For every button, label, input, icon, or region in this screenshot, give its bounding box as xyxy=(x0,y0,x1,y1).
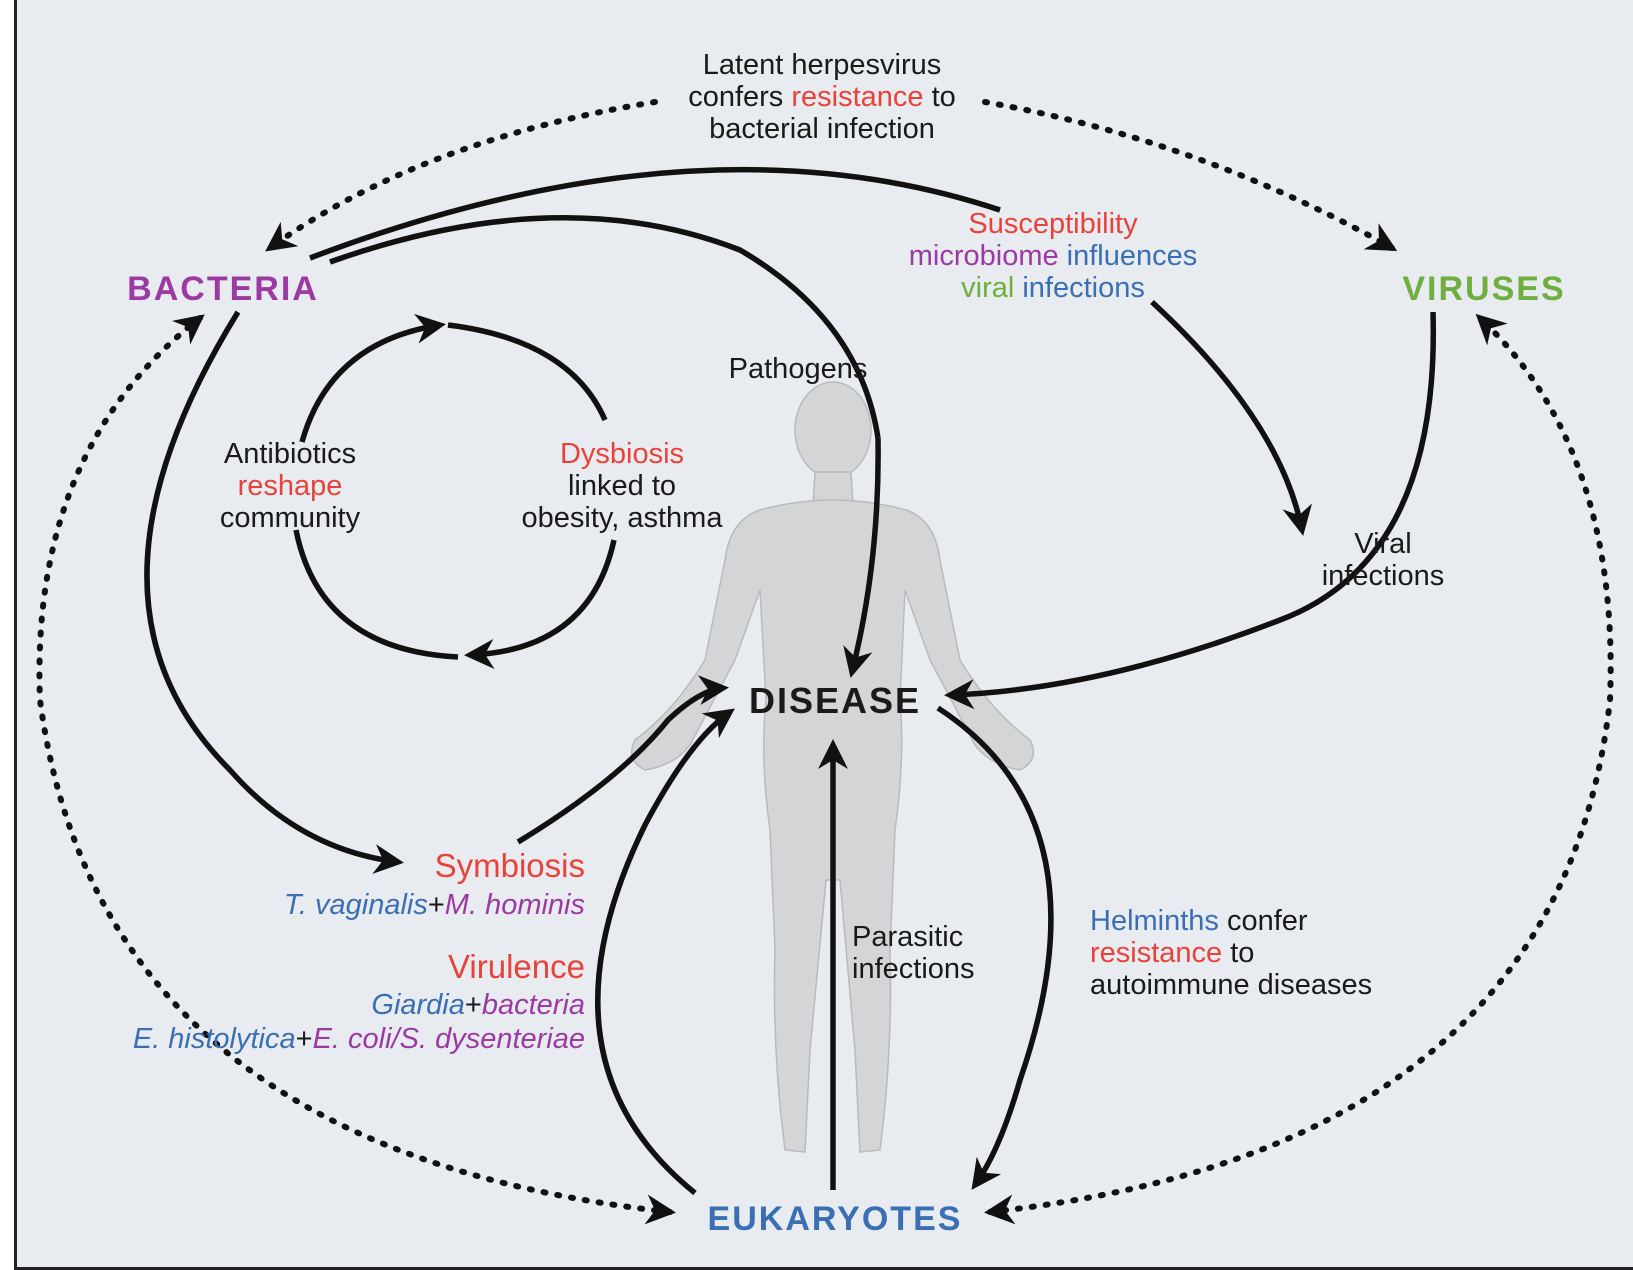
dotted-arrow-viruses-eukaryotes xyxy=(984,313,1614,1225)
svg-text:Helminths confer: Helminths confer xyxy=(1090,905,1308,937)
svg-text:infections: infections xyxy=(852,953,975,985)
svg-text:Parasitic: Parasitic xyxy=(852,921,963,953)
dotted-arrow-eukaryotes-bacteria xyxy=(36,314,676,1225)
svg-text:infections: infections xyxy=(1322,560,1445,592)
label-latent-herpesvirus: Latent herpesvirus confers resistance to… xyxy=(688,49,956,145)
cycle-arrow-top-right xyxy=(447,322,608,422)
label-antibiotics: Antibiotics reshape community xyxy=(220,438,361,534)
svg-text:Virulence: Virulence xyxy=(448,948,585,985)
svg-text:viral infections: viral infections xyxy=(961,272,1145,304)
label-susceptibility: Susceptibility microbiome influences vir… xyxy=(909,208,1198,304)
arrow-pathogens xyxy=(329,215,881,439)
cycle-arrow-bottom xyxy=(464,539,617,669)
dotted-arrow-latent-right xyxy=(982,99,1398,251)
arrow-disease-to-eukaryotes xyxy=(936,705,1054,1190)
svg-text:T. vaginalis+M. hominis: T. vaginalis+M. hominis xyxy=(284,889,585,921)
label-parasitic-infections: Parasitic infections xyxy=(852,921,975,985)
dotted-arrow-latent-left xyxy=(265,99,658,252)
cycle-arrow-bottom-left xyxy=(293,529,459,660)
arrow-susceptibility-to-viral xyxy=(1150,299,1312,536)
node-bacteria: BACTERIA xyxy=(127,270,319,308)
svg-text:confers resistance to: confers resistance to xyxy=(688,81,956,113)
label-helminths: Helminths confer resistance to autoimmun… xyxy=(1090,905,1372,1001)
svg-text:Latent herpesvirus: Latent herpesvirus xyxy=(703,49,942,81)
svg-text:Susceptibility: Susceptibility xyxy=(968,208,1138,240)
arrow-symbiosis-to-disease xyxy=(516,675,729,845)
arrow-virulence-to-disease xyxy=(595,708,735,1196)
svg-text:autoimmune diseases: autoimmune diseases xyxy=(1090,969,1372,1001)
svg-text:E. histolytica+E. coli/S. dyse: E. histolytica+E. coli/S. dysenteriae xyxy=(133,1023,585,1055)
svg-text:Dysbiosis: Dysbiosis xyxy=(560,438,684,470)
label-pathogens: Pathogens xyxy=(729,353,868,385)
dotted-interactions xyxy=(36,99,1614,1225)
node-viruses: VIRUSES xyxy=(1402,270,1565,308)
svg-text:obesity, asthma: obesity, asthma xyxy=(522,502,724,534)
solid-arrows xyxy=(144,166,1437,1196)
arrow-pathogens-to-disease xyxy=(843,437,881,678)
label-virulence: Virulence Giardia+bacteria E. histolytic… xyxy=(133,948,585,1055)
arrow-susceptibility xyxy=(309,166,1001,261)
svg-text:Viral: Viral xyxy=(1354,528,1412,560)
arrow-bacteria-to-symbiosis xyxy=(144,310,404,874)
svg-text:linked to: linked to xyxy=(568,470,676,502)
node-eukaryotes: EUKARYOTES xyxy=(708,1200,963,1238)
svg-text:resistance to: resistance to xyxy=(1090,937,1254,969)
label-viral-infections: Viral infections xyxy=(1322,528,1445,592)
svg-text:reshape: reshape xyxy=(238,470,343,502)
svg-text:Symbiosis: Symbiosis xyxy=(435,847,585,884)
svg-text:Antibiotics: Antibiotics xyxy=(224,438,356,470)
arrow-viruses-to-disease xyxy=(944,311,1437,710)
cycle-arrow-top xyxy=(299,313,446,443)
label-symbiosis: Symbiosis T. vaginalis+M. hominis xyxy=(284,847,585,921)
node-disease: DISEASE xyxy=(749,680,921,721)
label-dysbiosis: Dysbiosis linked to obesity, asthma xyxy=(522,438,724,534)
svg-text:bacterial infection: bacterial infection xyxy=(709,113,935,145)
svg-text:microbiome influences: microbiome influences xyxy=(909,240,1198,272)
svg-text:Giardia+bacteria: Giardia+bacteria xyxy=(371,989,585,1021)
svg-text:community: community xyxy=(220,502,361,534)
